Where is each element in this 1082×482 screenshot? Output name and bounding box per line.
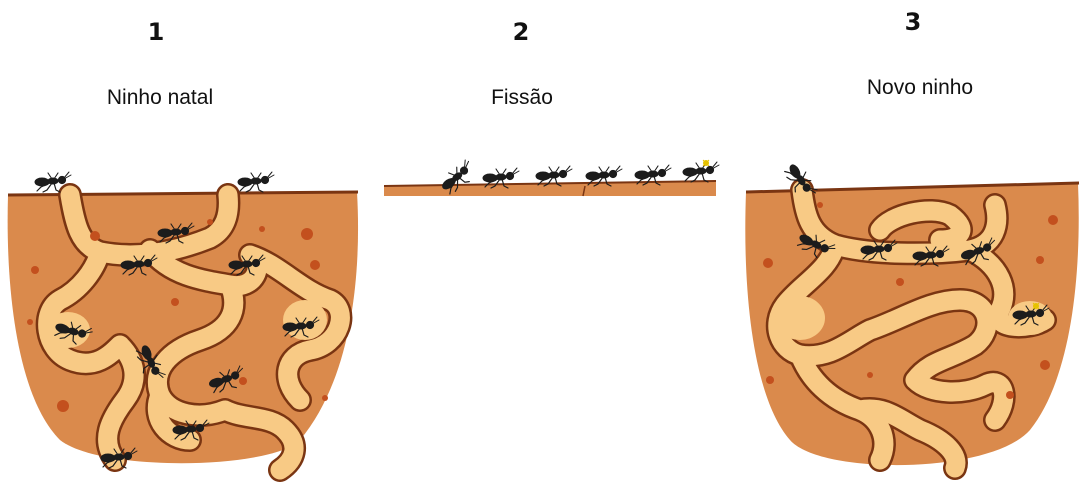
- ant-icon: [238, 172, 274, 192]
- queen-ant-icon: [683, 160, 719, 182]
- natal-nest: [8, 172, 358, 470]
- new-nest: [745, 160, 1079, 468]
- fission-ground: [384, 159, 719, 196]
